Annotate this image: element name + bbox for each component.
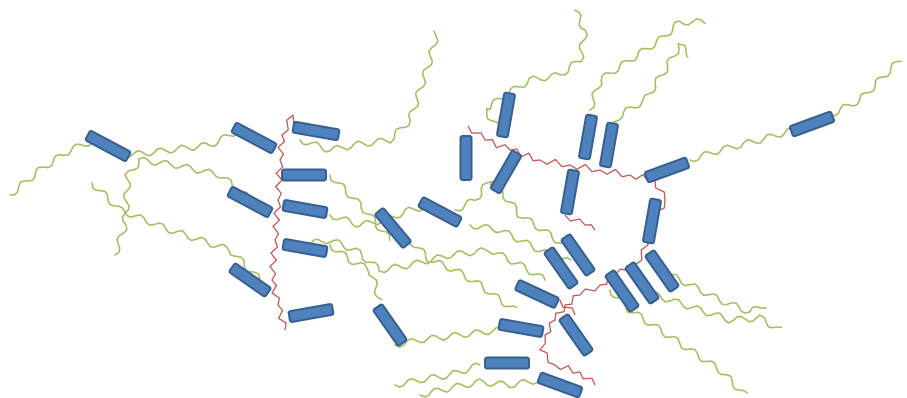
rod-segment-8: [228, 262, 272, 298]
rod-segment-21: [560, 233, 596, 277]
polymer-chain-14: [604, 42, 689, 141]
rod-segment-16: [578, 113, 598, 161]
rod-segment-29: [624, 261, 660, 305]
polymer-chain-2: [91, 182, 264, 288]
rod-segment-22: [543, 246, 579, 290]
rod-segment-28: [604, 269, 640, 313]
polymer-chain-21: [419, 378, 541, 398]
crosslink-1: [269, 114, 294, 331]
rod-segment-1: [84, 130, 132, 162]
polymer-chain-18: [609, 289, 748, 394]
rod-segment-25: [497, 318, 545, 338]
rod-segment-12: [372, 303, 408, 347]
rod-segment-23: [514, 279, 560, 309]
rod-segment-14: [459, 135, 473, 181]
rod-segment-19: [560, 168, 580, 216]
rod-segment-15: [489, 149, 523, 195]
polymer-chain-1: [9, 127, 262, 196]
crosslink-3: [467, 125, 666, 386]
rod-segment-31: [789, 110, 835, 138]
polymer-chain-19: [659, 269, 768, 314]
crosslink-4: [564, 214, 596, 231]
rod-segment-20: [642, 197, 662, 245]
polymer-chain-20: [394, 362, 481, 388]
rod-segment-27: [537, 371, 583, 398]
polymer-chain-5: [329, 174, 391, 242]
polymer-chain-3: [114, 156, 262, 256]
rod-segment-17: [599, 121, 619, 169]
rod-segment-18: [644, 156, 690, 184]
polymer-chain-7: [329, 244, 383, 301]
polymer-chains-layer: [9, 9, 903, 398]
rod-segments-layer: [84, 91, 835, 398]
polymer-chain-16: [829, 60, 903, 117]
rod-segment-3: [291, 120, 341, 142]
polymer-chain-13: [589, 18, 706, 111]
polymer-chain-4: [299, 30, 439, 153]
polymer-chain-22: [394, 326, 501, 348]
rod-segment-5: [226, 186, 274, 218]
rod-segment-7: [281, 238, 329, 258]
polymer-chain-9: [409, 239, 518, 309]
rod-segment-24: [558, 313, 594, 357]
polymer-chain-15: [689, 126, 802, 163]
polymer-chain-17: [639, 289, 783, 329]
polymer-chain-10: [454, 180, 571, 252]
rod-segment-11: [417, 196, 463, 228]
rod-segment-4: [281, 168, 327, 182]
crosslink-5: [559, 299, 576, 316]
polymer-chain-8: [299, 238, 546, 281]
rod-segment-9: [287, 303, 335, 323]
rod-segment-26: [484, 356, 530, 370]
rod-segment-13: [496, 91, 516, 139]
rod-segment-10: [374, 207, 412, 249]
rod-segment-30: [644, 249, 680, 293]
rod-segment-6: [281, 199, 329, 219]
rod-segment-2: [230, 122, 278, 154]
polymer-chain-12: [485, 9, 589, 131]
